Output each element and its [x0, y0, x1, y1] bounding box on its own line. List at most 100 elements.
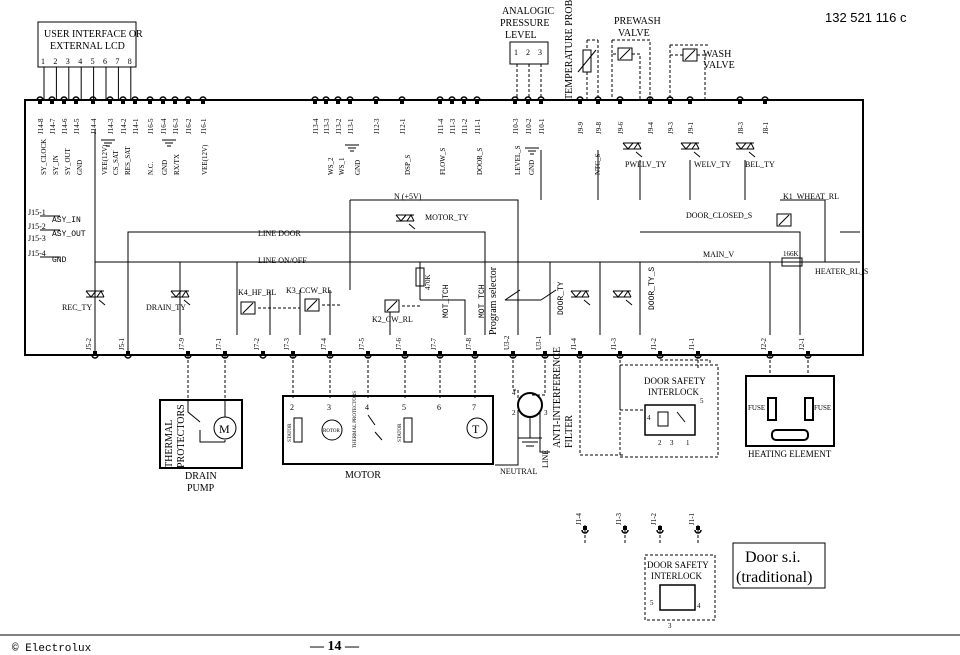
top-pin — [524, 96, 532, 101]
prewash-valve-symbol — [617, 47, 633, 61]
pressure-pin-label: 2 — [526, 48, 530, 57]
triac-bel — [735, 142, 756, 158]
motor-rotor-icon — [321, 419, 343, 441]
filter-pin-label: 2 — [512, 409, 516, 417]
footer-company: © Electrolux — [12, 643, 92, 655]
top-pin — [372, 96, 380, 101]
top-pin — [537, 96, 545, 101]
left-pin-label: J15-2 — [28, 222, 46, 231]
top-pin-label: J16-2 — [185, 118, 193, 134]
bottom-pin-label: J7-1 — [215, 337, 223, 350]
label-door-ty: DOOR_TY — [557, 281, 566, 315]
top-signal: GND — [161, 160, 169, 175]
top-pin-label: J9-4 — [647, 121, 655, 134]
top-signal: SY_OUT — [64, 147, 72, 175]
relay-k2 — [384, 299, 400, 313]
top-signal: WS_2 — [327, 157, 335, 175]
left-signal-label: GND — [52, 256, 67, 265]
motor-stator-2: STATOR — [398, 423, 403, 442]
top-pin — [146, 96, 154, 101]
drain-pump-box — [159, 399, 243, 469]
drain-thermal-1: THERMAL — [164, 420, 175, 468]
prewash-title-2: VALVE — [618, 28, 650, 39]
trad-pin-label: J1-2 — [650, 512, 658, 525]
bottom-pin-label: J2-1 — [798, 337, 806, 350]
top-pin — [616, 96, 624, 101]
trad-pin-label: J1-3 — [615, 512, 623, 525]
fuse-label-2: FUSE — [814, 404, 831, 412]
top-signal: GND — [76, 160, 84, 175]
top-signal: RX/TX — [173, 154, 181, 175]
trad-dsi-box — [644, 554, 716, 621]
top-signal: NTC_S — [594, 154, 602, 176]
triac-door-s — [612, 290, 633, 306]
label-mot-tch-1: MOT_TCH — [442, 284, 451, 318]
top-pin — [346, 96, 354, 101]
triac-pwelv — [622, 142, 643, 158]
left-pin-label: J15-1 — [28, 208, 46, 217]
bottom-pin-label: U3-2 — [503, 335, 511, 350]
trad-inner-pin-label: 5 — [650, 599, 654, 607]
fuse-label-1: FUSE — [748, 404, 765, 412]
tacho-icon — [466, 417, 488, 439]
top-pin — [448, 96, 456, 101]
top-pin-label: J8-3 — [737, 121, 745, 134]
label-prog-sel: Program selector — [488, 266, 499, 335]
dsi-title-2: INTERLOCK — [648, 387, 699, 397]
bottom-pin-label: J7-9 — [178, 337, 186, 350]
motor-tacho-t: T — [472, 422, 480, 436]
top-pin — [398, 96, 406, 101]
filter-label-1: ANTI-INTERFERENCE — [552, 347, 563, 448]
motor-pin-label: 7 — [472, 403, 476, 412]
ui-pin-label: 6 — [103, 57, 107, 66]
top-pin-label: J14-1 — [132, 118, 140, 134]
top-signal: GND — [528, 160, 536, 175]
top-pin-label: J9-6 — [617, 121, 625, 134]
label-bel: BEL_TY — [745, 160, 775, 169]
motor-pin-label: 2 — [290, 403, 294, 412]
gnd-icon — [101, 139, 539, 155]
label-r166: 166K — [783, 250, 799, 258]
top-pin-label: J14-6 — [61, 118, 69, 134]
label-drain-ty: DRAIN_TY — [146, 303, 186, 312]
footer-page: — 14 — — [309, 639, 360, 654]
top-pin-label: J16-1 — [200, 118, 208, 134]
bottom-pin-label: J5-2 — [85, 337, 93, 350]
label-door-closed: DOOR_CLOSED_S — [686, 211, 752, 220]
top-pin-label: J11-2 — [461, 118, 469, 134]
label-k2: K2_CW_RL — [372, 315, 413, 324]
top-pin-label: J12-3 — [373, 118, 381, 134]
motor-pin-label: 6 — [437, 403, 441, 412]
relay-k1 — [776, 213, 792, 227]
bottom-pin-label: U3-1 — [535, 335, 543, 350]
top-pin — [646, 96, 654, 101]
drain-label-1: DRAIN — [185, 471, 217, 482]
top-pin — [199, 96, 207, 101]
trad-inner-pin-label: 4 — [697, 602, 701, 610]
top-pin — [131, 96, 139, 101]
top-pin-label: J13-2 — [335, 118, 343, 134]
ui-pin-label: 7 — [115, 57, 119, 66]
top-pin — [36, 96, 44, 101]
relay-k3 — [304, 298, 320, 312]
filter-neutral: NEUTRAL — [500, 467, 537, 476]
trad-dsi-title-2: INTERLOCK — [651, 571, 702, 581]
top-signal: LEVEL_S — [514, 145, 522, 175]
top-pin-label: J14-7 — [49, 118, 57, 134]
left-signal-label: ASY_OUT — [52, 230, 86, 239]
triac-door — [570, 290, 591, 306]
filter-pin-label: 3 — [544, 409, 548, 417]
top-pin-label: J11-3 — [449, 118, 457, 134]
bottom-pin-label: J1-4 — [570, 337, 578, 350]
top-pin — [436, 96, 444, 101]
top-pin — [159, 96, 167, 101]
ui-box — [37, 21, 137, 68]
ui-box-title-2: EXTERNAL LCD — [50, 41, 125, 52]
drain-thermal-2: PROTECTORS — [176, 404, 187, 468]
prewash-title-1: PREWASH — [614, 16, 661, 27]
